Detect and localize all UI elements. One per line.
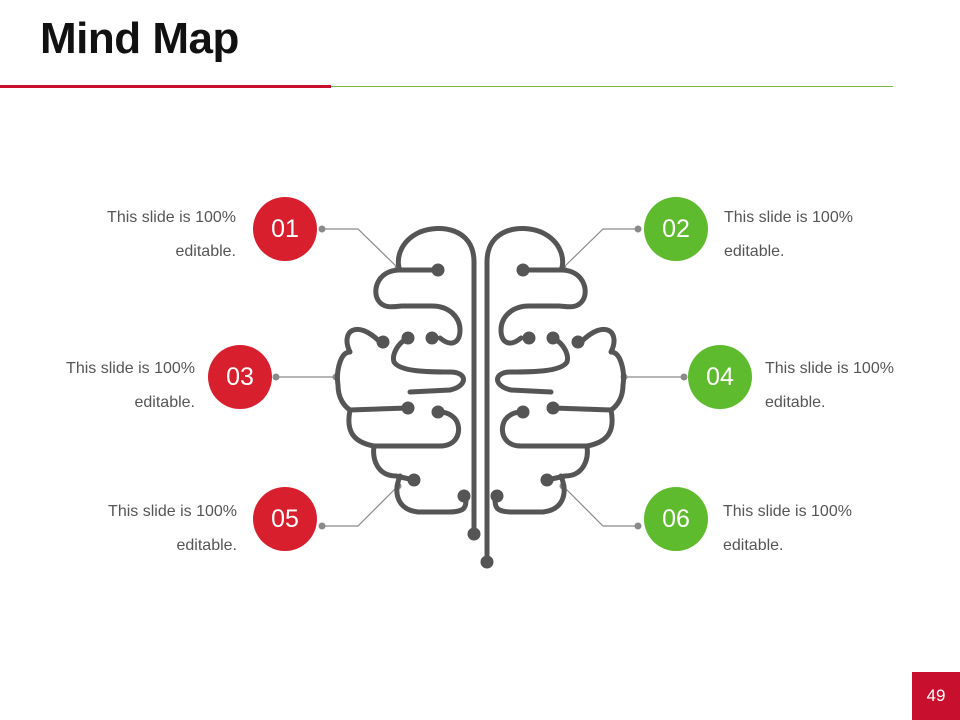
brain-left-hemisphere: [335, 226, 477, 537]
label-03: This slide is 100% editable.: [15, 352, 195, 420]
label-04-line2: editable.: [765, 394, 826, 411]
brain-nodes: [376, 263, 585, 569]
badge-05: 05: [253, 487, 317, 551]
title-underline-red: [0, 85, 331, 88]
badge-04: 04: [688, 345, 752, 409]
label-04-line1: This slide is 100%: [765, 360, 894, 377]
label-02-line1: This slide is 100%: [724, 209, 853, 226]
title-underline-green: [331, 86, 893, 87]
label-05-line2: editable.: [176, 537, 238, 554]
badge-03: 03: [208, 345, 272, 409]
badge-01: 01: [253, 197, 317, 261]
label-04: This slide is 100% editable.: [765, 352, 945, 420]
label-01: This slide is 100% editable.: [56, 201, 236, 269]
badge-02: 02: [644, 197, 708, 261]
label-06-line1: This slide is 100%: [723, 503, 852, 520]
connector-06: [562, 485, 638, 527]
label-01-line1: This slide is 100%: [107, 209, 236, 226]
label-05-line1: This slide is 100%: [108, 503, 237, 520]
label-02: This slide is 100% editable.: [724, 201, 924, 269]
badge-06: 06: [644, 487, 708, 551]
label-03-line2: editable.: [134, 394, 196, 411]
brain-right-hemisphere: [484, 226, 626, 565]
connector-05: [322, 485, 399, 527]
slide-title: Mind Map: [40, 14, 239, 63]
label-06-line2: editable.: [723, 537, 784, 554]
label-05: This slide is 100% editable.: [57, 495, 237, 563]
label-03-line1: This slide is 100%: [66, 360, 195, 377]
label-06: This slide is 100% editable.: [723, 495, 923, 563]
label-02-line2: editable.: [724, 243, 785, 260]
label-01-line2: editable.: [175, 243, 237, 260]
connector-lines: [276, 228, 684, 527]
connector-02: [562, 228, 638, 269]
page-number: 49: [912, 672, 960, 720]
connector-01: [322, 228, 399, 269]
